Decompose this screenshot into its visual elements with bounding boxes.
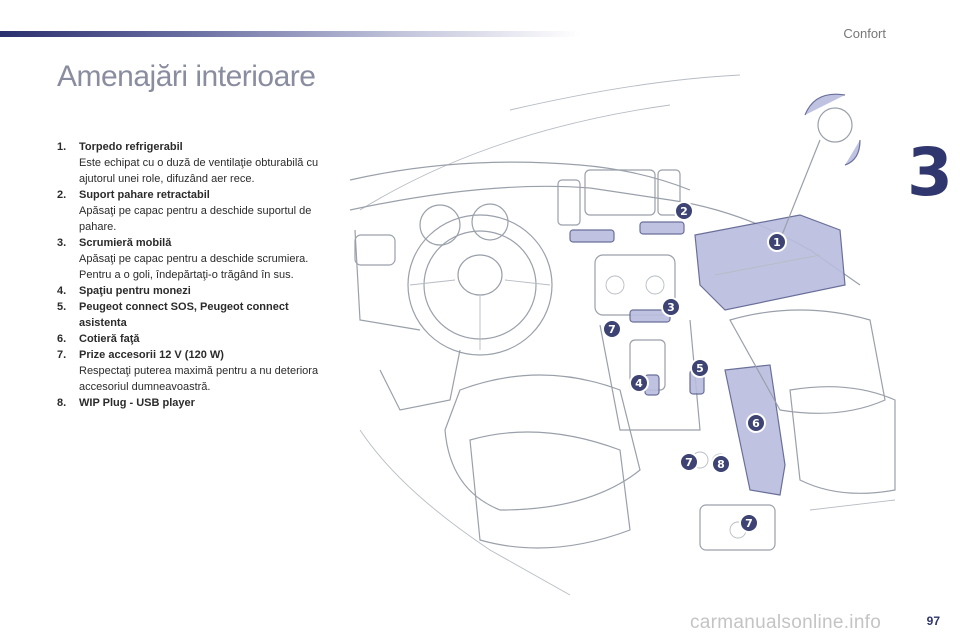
svg-text:4: 4 <box>635 377 643 390</box>
list-item: 3. Scrumieră mobilă Apăsaţi pe capac pen… <box>57 235 327 283</box>
callout-badge: 7 <box>739 513 759 533</box>
item-number: 4. <box>57 285 67 297</box>
floor-line-right <box>809 499 896 511</box>
svg-text:8: 8 <box>717 458 725 471</box>
steering-wheel <box>407 214 553 356</box>
glovebox-detail <box>714 254 821 276</box>
center-screen <box>584 169 656 216</box>
item-title: Torpedo refrigerabil <box>79 141 183 153</box>
chapter-number: 3 <box>907 134 953 211</box>
item-title: Peugeot connect SOS, Peugeot connect asi… <box>79 301 289 329</box>
svg-text:2: 2 <box>680 205 688 218</box>
header-gradient-bar <box>0 31 580 37</box>
svg-text:7: 7 <box>745 517 753 530</box>
callout-badge: 1 <box>767 232 787 252</box>
item-description: Pentru a o goli, îndepărtaţi-o trăgând î… <box>79 269 294 281</box>
item-number: 2. <box>57 189 67 201</box>
watermark: carmanualsonline.info <box>690 612 882 633</box>
item-number: 8. <box>57 397 67 409</box>
item-description: Apăsaţi pe capac pentru a deschide scrum… <box>79 253 309 265</box>
item-description: Respectaţi puterea maximă pentru a nu de… <box>79 365 319 393</box>
item-title: Spaţiu pentru monezi <box>79 285 191 297</box>
item-title: Scrumieră mobilă <box>79 237 172 249</box>
callout-badge: 7 <box>679 452 699 472</box>
callout-badge: 5 <box>690 358 710 378</box>
driver-seat <box>444 374 641 511</box>
item-number: 5. <box>57 301 67 313</box>
section-name: Confort <box>843 26 886 41</box>
knob-pointer-line <box>779 139 821 241</box>
center-vent-left <box>557 179 581 226</box>
tachometer <box>471 203 509 241</box>
item-description: Apăsaţi pe capac pentru a deschide supor… <box>79 205 312 233</box>
svg-text:1: 1 <box>773 236 781 249</box>
callout-badge: 4 <box>629 373 649 393</box>
callout-badge: 8 <box>711 454 731 474</box>
item-number: 7. <box>57 349 67 361</box>
item-title: Suport pahare retractabil <box>79 189 210 201</box>
page-number: 97 <box>926 614 940 628</box>
control-knob <box>605 275 625 295</box>
rear-console <box>699 504 776 551</box>
steering-spokes <box>409 279 551 350</box>
steering-column <box>379 349 461 411</box>
dashboard-top-line <box>349 161 691 191</box>
list-item: 2. Suport pahare retractabil Apăsaţi pe … <box>57 187 327 235</box>
cupholder-highlight-2 <box>639 221 685 235</box>
glovebox-highlight <box>694 214 846 311</box>
roof-line <box>359 104 671 211</box>
floor-line <box>359 429 571 596</box>
item-title: Prize accesorii 12 V (120 W) <box>79 349 224 361</box>
svg-text:3: 3 <box>667 301 675 314</box>
item-title: Cotieră faţă <box>79 333 140 345</box>
callout-badge: 2 <box>674 201 694 221</box>
list-item: 6. Cotieră faţă <box>57 331 327 347</box>
callout-badge: 3 <box>661 297 681 317</box>
speedometer <box>419 204 461 246</box>
left-vent <box>354 234 396 266</box>
feature-list: 1. Torpedo refrigerabil Este echipat cu … <box>57 139 327 411</box>
center-vent-right <box>657 169 681 216</box>
steering-hub <box>457 254 503 296</box>
svg-text:6: 6 <box>752 417 760 430</box>
page-title: Amenajări interioare <box>57 60 316 93</box>
list-item: 1. Torpedo refrigerabil Este echipat cu … <box>57 139 327 187</box>
callout-badge: 6 <box>746 413 766 433</box>
rotation-arrow <box>804 93 846 116</box>
list-item: 5. Peugeot connect SOS, Peugeot connect … <box>57 299 327 331</box>
car-interior-illustration: 1 2 3 4 5 6 7 7 7 8 <box>349 74 896 596</box>
control-knob <box>645 275 665 295</box>
passenger-seat-cushion <box>789 386 896 494</box>
svg-text:5: 5 <box>696 362 704 375</box>
left-dash-panel <box>354 229 421 331</box>
cupholder-highlight <box>569 229 615 243</box>
item-title: WIP Plug - USB player <box>79 397 195 409</box>
item-number: 3. <box>57 237 67 249</box>
rotation-arrow-2 <box>844 139 861 166</box>
driver-seat-cushion <box>469 431 631 549</box>
ventilation-knob <box>817 107 853 143</box>
list-item: 4. Spaţiu pentru monezi <box>57 283 327 299</box>
svg-text:7: 7 <box>685 456 693 469</box>
passenger-seat <box>729 309 886 414</box>
list-item: 8. WIP Plug - USB player <box>57 395 327 411</box>
list-item: 7. Prize accesorii 12 V (120 W) Respecta… <box>57 347 327 395</box>
svg-text:7: 7 <box>608 323 616 336</box>
windshield-line <box>509 74 741 111</box>
item-description: Este echipat cu o duză de ventilaţie obt… <box>79 157 319 185</box>
item-number: 1. <box>57 141 67 153</box>
callout-badge: 7 <box>602 319 622 339</box>
item-number: 6. <box>57 333 67 345</box>
